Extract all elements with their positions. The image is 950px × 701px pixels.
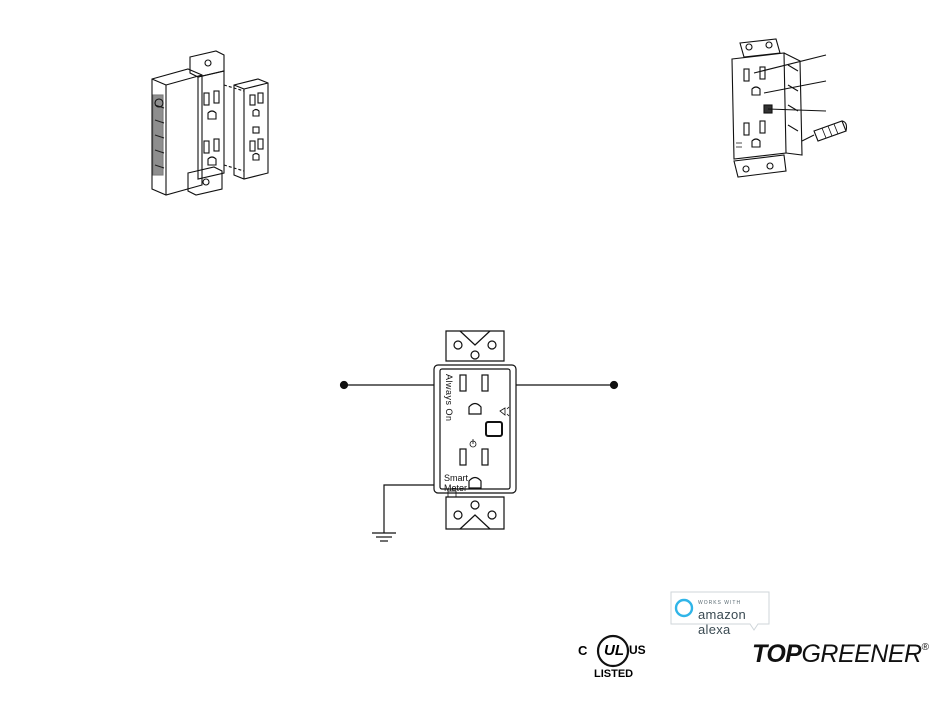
outlet-screwdriver-illustration — [718, 35, 853, 185]
ul-c-text: C — [578, 643, 587, 658]
ul-us-text: US — [629, 643, 646, 657]
brand-greener-text: GREENER — [801, 640, 921, 668]
alexa-big-text: amazon alexa — [698, 607, 772, 637]
outlet-exploded-illustration — [140, 45, 275, 205]
brand-registered-mark: ® — [922, 642, 929, 653]
wiring-diagram: Always On Smart Meter — [330, 325, 630, 550]
topgreener-logo: TOPGREENER® — [752, 640, 928, 669]
alexa-small-text: WORKS WITH — [698, 600, 741, 606]
smart-meter-label-line2: Meter — [444, 484, 467, 493]
ul-text: UL — [604, 642, 624, 659]
ul-listed-text: LISTED — [594, 668, 633, 680]
alexa-badge: WORKS WITH amazon alexa — [668, 590, 772, 630]
ul-listed-mark: C UL US LISTED — [578, 630, 648, 682]
always-on-label: Always On — [444, 374, 453, 422]
smart-meter-label-line1: Smart — [444, 474, 468, 483]
brand-top-text: TOP — [752, 640, 801, 668]
